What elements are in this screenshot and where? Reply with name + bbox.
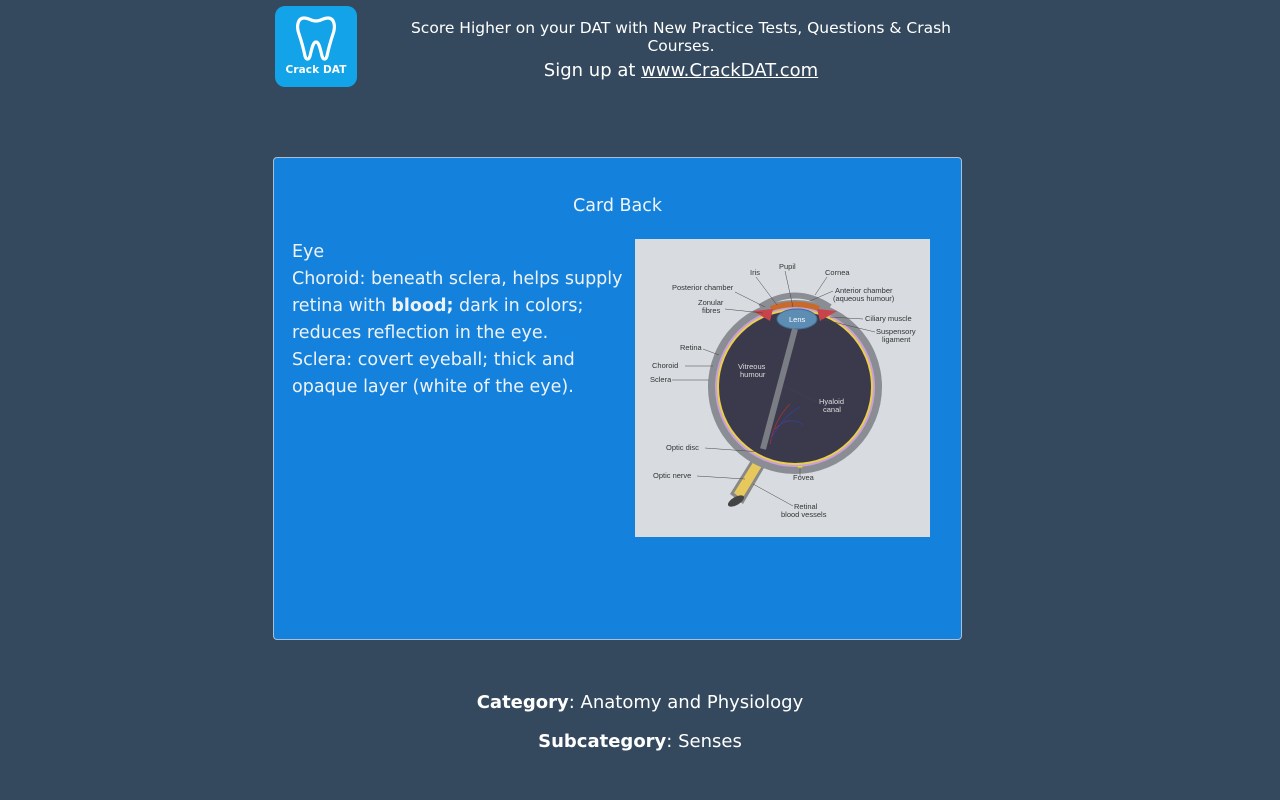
label-lens: Lens (789, 315, 806, 324)
category-line: Category: Anatomy and Physiology (0, 692, 1280, 713)
choroid-text-bold: blood; (391, 296, 454, 316)
label-sclera: Sclera (650, 375, 672, 384)
label-hyaloid-1: Hyaloid (819, 397, 844, 406)
label-suspensory-2: ligament (882, 335, 911, 344)
label-cornea: Cornea (825, 268, 850, 277)
signup-line: Sign up at www.CrackDAT.com (380, 60, 982, 81)
eye-anatomy-diagram: Lens Pupil Iris Cornea Posterior chamber… (635, 239, 930, 537)
label-hyaloid-2: canal (823, 405, 841, 414)
card-line-sclera: Sclera: covert eyeball; thick and opaque… (292, 350, 575, 397)
label-retinal-1: Retinal (794, 502, 818, 511)
promo-tagline: Score Higher on your DAT with New Practi… (410, 19, 952, 55)
card-title: Card Back (573, 196, 662, 216)
label-pupil: Pupil (779, 262, 796, 271)
card-line-choroid: Choroid: beneath sclera, helps supply re… (292, 266, 627, 347)
card-line-topic: Eye (292, 242, 325, 262)
label-zonular-1: Zonular (698, 298, 724, 307)
label-anterior-chamber-2: (aqueous humour) (833, 294, 895, 303)
crack-dat-logo[interactable]: Crack DAT (275, 6, 357, 87)
logo-text: Crack DAT (285, 64, 347, 76)
signup-link[interactable]: www.CrackDAT.com (641, 60, 819, 81)
category-colon: : (568, 692, 581, 713)
label-optic-disc: Optic disc (666, 443, 699, 452)
label-retinal-2: blood vessels (781, 510, 827, 519)
subcategory-label: Subcategory (538, 731, 667, 752)
label-choroid: Choroid (652, 361, 678, 370)
choroid-text-c: dark in colors; reduces reflection in th… (292, 296, 584, 343)
label-suspensory-1: Suspensory (876, 327, 916, 336)
choroid-text-a: Choroid: beneath sclera, helps supply re… (292, 269, 623, 316)
label-retina: Retina (680, 343, 703, 352)
tooth-icon (296, 16, 336, 61)
label-fovea: Fovea (793, 473, 815, 482)
label-anterior-chamber-1: Anterior chamber (835, 286, 893, 295)
flashcard-back: Card Back Eye Choroid: beneath sclera, h… (273, 157, 962, 640)
label-iris: Iris (750, 268, 760, 277)
label-posterior-chamber: Posterior chamber (672, 283, 734, 292)
subcategory-colon: : (666, 731, 679, 752)
label-zonular-2: fibres (702, 306, 721, 315)
label-optic-nerve: Optic nerve (653, 471, 691, 480)
card-answer-text: Eye Choroid: beneath sclera, helps suppl… (292, 239, 627, 401)
signup-prefix: Sign up at (543, 60, 642, 81)
category-value: Anatomy and Physiology (580, 692, 804, 713)
label-vitreous-1: Vitreous (738, 362, 766, 371)
label-ciliary-muscle: Ciliary muscle (865, 314, 912, 323)
subcategory-value: Senses (678, 731, 742, 752)
label-vitreous-2: humour (740, 370, 766, 379)
category-label: Category (476, 692, 569, 713)
subcategory-line: Subcategory: Senses (0, 731, 1280, 752)
